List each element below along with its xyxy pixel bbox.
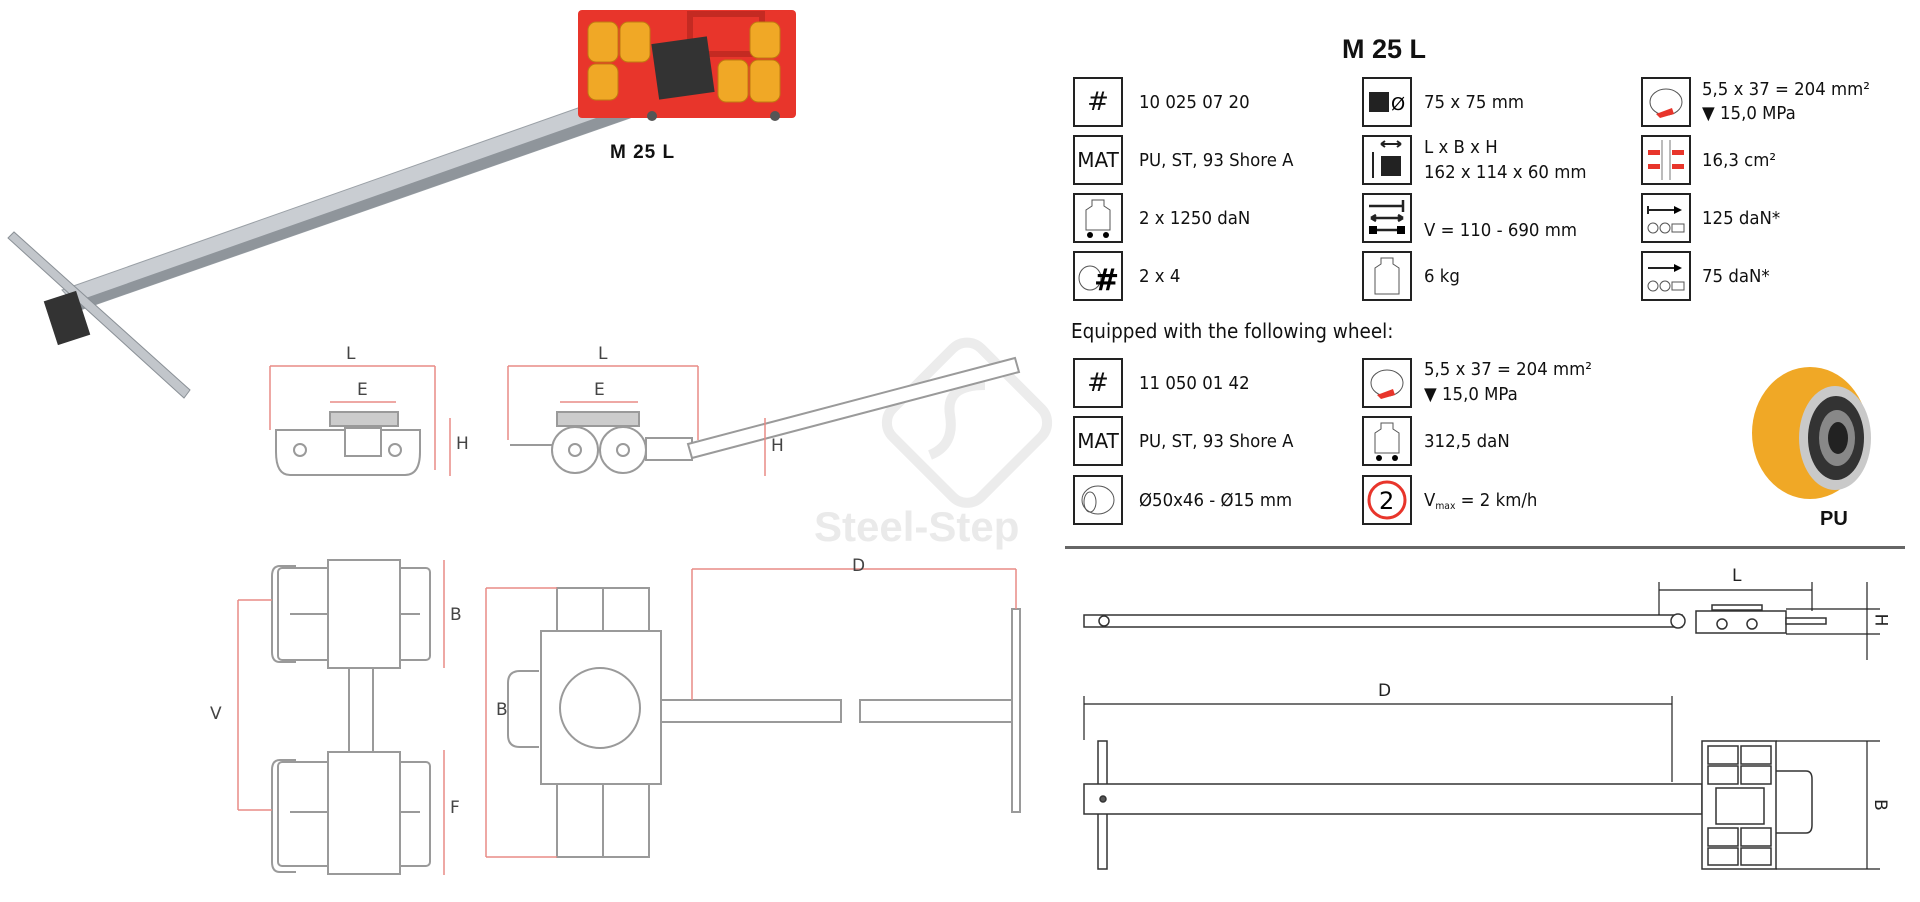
model-title: M 25 L — [1341, 34, 1427, 64]
wheel-contact-icon — [1641, 77, 1691, 127]
wheel-contact-area: 5,5 x 37 = 204 mm² — [1424, 359, 1592, 380]
dim-label-b: B — [450, 605, 462, 625]
dim-label-d: D — [852, 556, 866, 576]
max-speed-value: = 2 km/h — [1455, 490, 1538, 511]
photo-model-label: M 25 L — [610, 142, 676, 163]
side-view-short — [275, 411, 421, 476]
plate-size: 75 x 75 mm — [1424, 92, 1525, 113]
dimension-lines — [237, 365, 1017, 875]
plan-view-pair — [271, 559, 431, 875]
hash-icon: # — [1073, 77, 1123, 127]
roll-force: 75 daN* — [1702, 266, 1770, 287]
material: PU, ST, 93 Shore A — [1139, 150, 1294, 171]
material-icon: MAT — [1073, 416, 1123, 466]
wheel-contact-area: 5,5 x 37 = 204 mm² — [1702, 79, 1870, 100]
load-capacity-icon — [1362, 416, 1412, 466]
plan-view-full — [1083, 740, 1813, 870]
dim-label-l: L — [346, 344, 356, 364]
wheel-size: Ø50x46 - Ø15 mm — [1139, 490, 1293, 511]
pu-wheel-image — [1752, 367, 1871, 499]
wheel-load-capacity: 312,5 daN — [1424, 431, 1510, 452]
weight-icon — [1362, 251, 1412, 301]
load-capacity-icon — [1073, 193, 1123, 243]
technical-drawings-left — [7, 10, 1053, 875]
start-force-icon — [1641, 193, 1691, 243]
technical-drawings-right — [1083, 582, 1880, 870]
plate-size-icon: Ø — [1362, 77, 1412, 127]
wheel-contact-icon — [1362, 358, 1412, 408]
speed-limit-number: 2 — [1379, 487, 1394, 515]
wheel-pressure: ▼ 15,0 MPa — [1702, 103, 1796, 124]
wheel-count-icon: # — [1073, 251, 1123, 301]
hash-icon: # — [1073, 358, 1123, 408]
dim-label-v: V — [210, 704, 222, 724]
svg-text:#: # — [1094, 263, 1119, 298]
dim-label-b-right: B — [1869, 799, 1890, 811]
plan-view-handle — [507, 587, 1021, 858]
wheel-article-number: 11 050 01 42 — [1139, 373, 1250, 394]
side-view-full — [1083, 604, 1827, 634]
dim-label-h: H — [456, 434, 469, 454]
side-view-handle — [510, 356, 1021, 474]
max-speed-v: V — [1424, 490, 1436, 511]
dimensions-label: L x B x H — [1424, 137, 1498, 158]
wheel-material: PU, ST, 93 Shore A — [1139, 431, 1294, 452]
adjust-width-icon — [1362, 193, 1412, 243]
watermark-text: Steel-Step — [814, 503, 1020, 550]
speed-limit-icon: 2 — [1362, 475, 1412, 525]
contact-area: 16,3 cm² — [1702, 150, 1777, 171]
watermark-logo — [881, 337, 1053, 508]
weight: 6 kg — [1424, 266, 1460, 287]
max-speed: Vmax = 2 km/h — [1424, 490, 1537, 518]
dim-label-h-right: H — [1870, 613, 1891, 627]
wheel-pressure: ▼ 15,0 MPa — [1424, 384, 1518, 405]
svg-text:Ø: Ø — [1391, 94, 1405, 115]
dim-label-l2: L — [598, 344, 608, 364]
dim-label-f: F — [450, 798, 460, 818]
contact-area-icon — [1641, 135, 1691, 185]
load-capacity: 2 x 1250 daN — [1139, 208, 1251, 229]
product-photo — [7, 10, 796, 399]
wheel-section-heading: Equipped with the following wheel: — [1071, 319, 1394, 343]
dimension-lines-right — [1083, 582, 1880, 870]
dim-label-l-right: L — [1732, 566, 1742, 586]
max-speed-sub: max — [1435, 501, 1456, 512]
dimensions-value: 162 x 114 x 60 mm — [1424, 162, 1587, 183]
dimensions-icon — [1362, 135, 1412, 185]
dim-label-e: E — [357, 380, 368, 400]
material-icon: MAT — [1073, 135, 1123, 185]
wheel-material-label: PU — [1820, 508, 1848, 530]
roll-force-icon — [1641, 251, 1691, 301]
start-force: 125 daN* — [1702, 208, 1781, 229]
dim-label-h2: H — [771, 436, 784, 456]
dim-label-b2: B — [496, 700, 508, 720]
wheel-count: 2 x 4 — [1139, 266, 1181, 287]
dim-label-e2: E — [594, 380, 605, 400]
section-divider — [1065, 546, 1905, 549]
article-number: 10 025 07 20 — [1139, 92, 1250, 113]
wheel-size-icon — [1073, 475, 1123, 525]
adjust-width: V = 110 - 690 mm — [1424, 220, 1577, 241]
dim-label-d-right: D — [1378, 681, 1392, 701]
